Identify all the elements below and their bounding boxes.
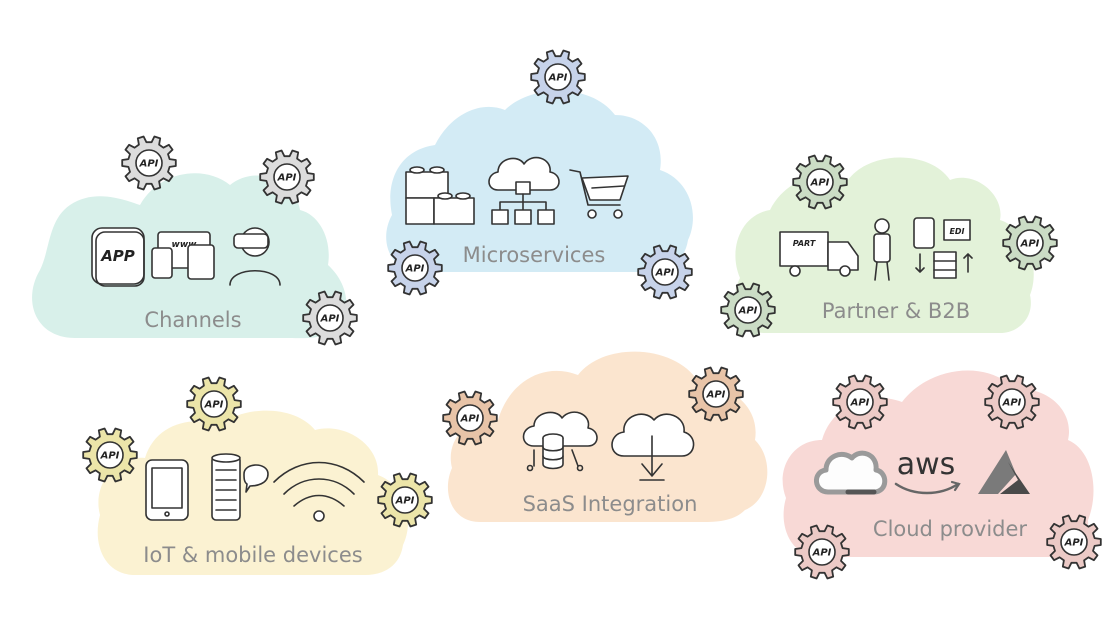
api-gear-icon: API (688, 366, 744, 422)
api-gear-label: API (548, 73, 568, 84)
api-gear-icon: API (82, 427, 138, 483)
api-gear-icon: API (302, 290, 358, 346)
api-gear-icon: API (530, 49, 586, 105)
api-gear-label: API (204, 400, 224, 411)
svg-text:EDI: EDI (949, 227, 964, 236)
aws-logo-icon: aws (894, 447, 961, 495)
api-gear-label: API (100, 451, 120, 462)
api-gear-icon: API (984, 374, 1040, 430)
cloud-saas-shape (447, 351, 768, 522)
vr-headset-user-icon (229, 227, 281, 286)
cloud-saas-label: SaaS Integration (523, 492, 698, 516)
lego-bricks-icon (405, 166, 475, 225)
api-gear-icon: API (794, 524, 850, 580)
api-gear-icon: API (1046, 514, 1102, 570)
cloud-hierarchy-icon (488, 156, 560, 225)
api-gear-icon: API (259, 149, 315, 205)
api-gear-label: API (139, 159, 159, 170)
api-gear-label: API (738, 306, 758, 317)
api-gear-label: API (1064, 538, 1084, 549)
smart-speaker-icon (211, 453, 269, 521)
cloud-iot: IoT & mobile devices (97, 410, 409, 575)
cloud-microservices-label: Microservices (463, 243, 606, 267)
svg-text:www: www (172, 240, 198, 250)
cloud-download-icon (611, 413, 695, 481)
api-gear-label: API (810, 178, 830, 189)
smartphone-icon (145, 459, 189, 521)
google-cloud-icon (814, 450, 888, 495)
api-gear-icon: API (442, 390, 498, 446)
api-gear-label: API (320, 314, 340, 325)
cloud-provider-label: Cloud provider (873, 517, 1028, 541)
cloud-iot-shape (97, 410, 409, 575)
api-gear-icon: API (637, 244, 693, 300)
shopping-cart-icon (569, 169, 629, 219)
cloud-channels-label: Channels (144, 308, 241, 332)
api-gear-icon: API (186, 376, 242, 432)
api-gear-label: API (460, 414, 480, 425)
api-gear-label: API (850, 398, 870, 409)
api-gear-label: API (277, 173, 297, 184)
api-gear-label: API (395, 496, 415, 507)
svg-text:APP: APP (100, 247, 135, 265)
api-gear-icon: API (832, 374, 888, 430)
api-gear-icon: API (387, 240, 443, 296)
api-gear-icon: API (121, 135, 177, 191)
wifi-icon (273, 461, 365, 522)
web-devices-icon: www (151, 231, 215, 280)
svg-text:PART: PART (793, 239, 816, 248)
api-gear-icon: API (720, 282, 776, 338)
api-gear-icon: API (1002, 215, 1058, 271)
api-gear-label: API (1020, 239, 1040, 250)
api-gears: API API API API API API API API API API API API API A… (82, 49, 1102, 580)
cloud-iot-label: IoT & mobile devices (143, 543, 362, 567)
cloud-saas: SaaS Integration (447, 351, 768, 522)
api-gear-label: API (1002, 398, 1022, 409)
api-gear-label: API (706, 390, 726, 401)
app-icon: APP (91, 227, 145, 287)
api-gear-icon: API (377, 472, 433, 528)
azure-logo-icon (978, 450, 1030, 494)
delivery-truck-icon: PART (779, 231, 859, 277)
api-gear-label: API (655, 268, 675, 279)
api-gear-label: API (405, 264, 425, 275)
api-gear-label: API (812, 548, 832, 559)
cloud-microservices: Microservices (386, 90, 693, 272)
api-gear-icon: API (792, 154, 848, 210)
cloud-partner: Partner & B2B PART EDI (734, 157, 1034, 333)
worker-icon (873, 218, 891, 281)
edi-exchange-icon: EDI (913, 217, 973, 279)
svg-text:aws: aws (897, 447, 956, 482)
cloud-database-icon (522, 411, 598, 472)
cloud-channels: Channels APP www (32, 173, 347, 339)
cloud-partner-label: Partner & B2B (822, 299, 970, 323)
